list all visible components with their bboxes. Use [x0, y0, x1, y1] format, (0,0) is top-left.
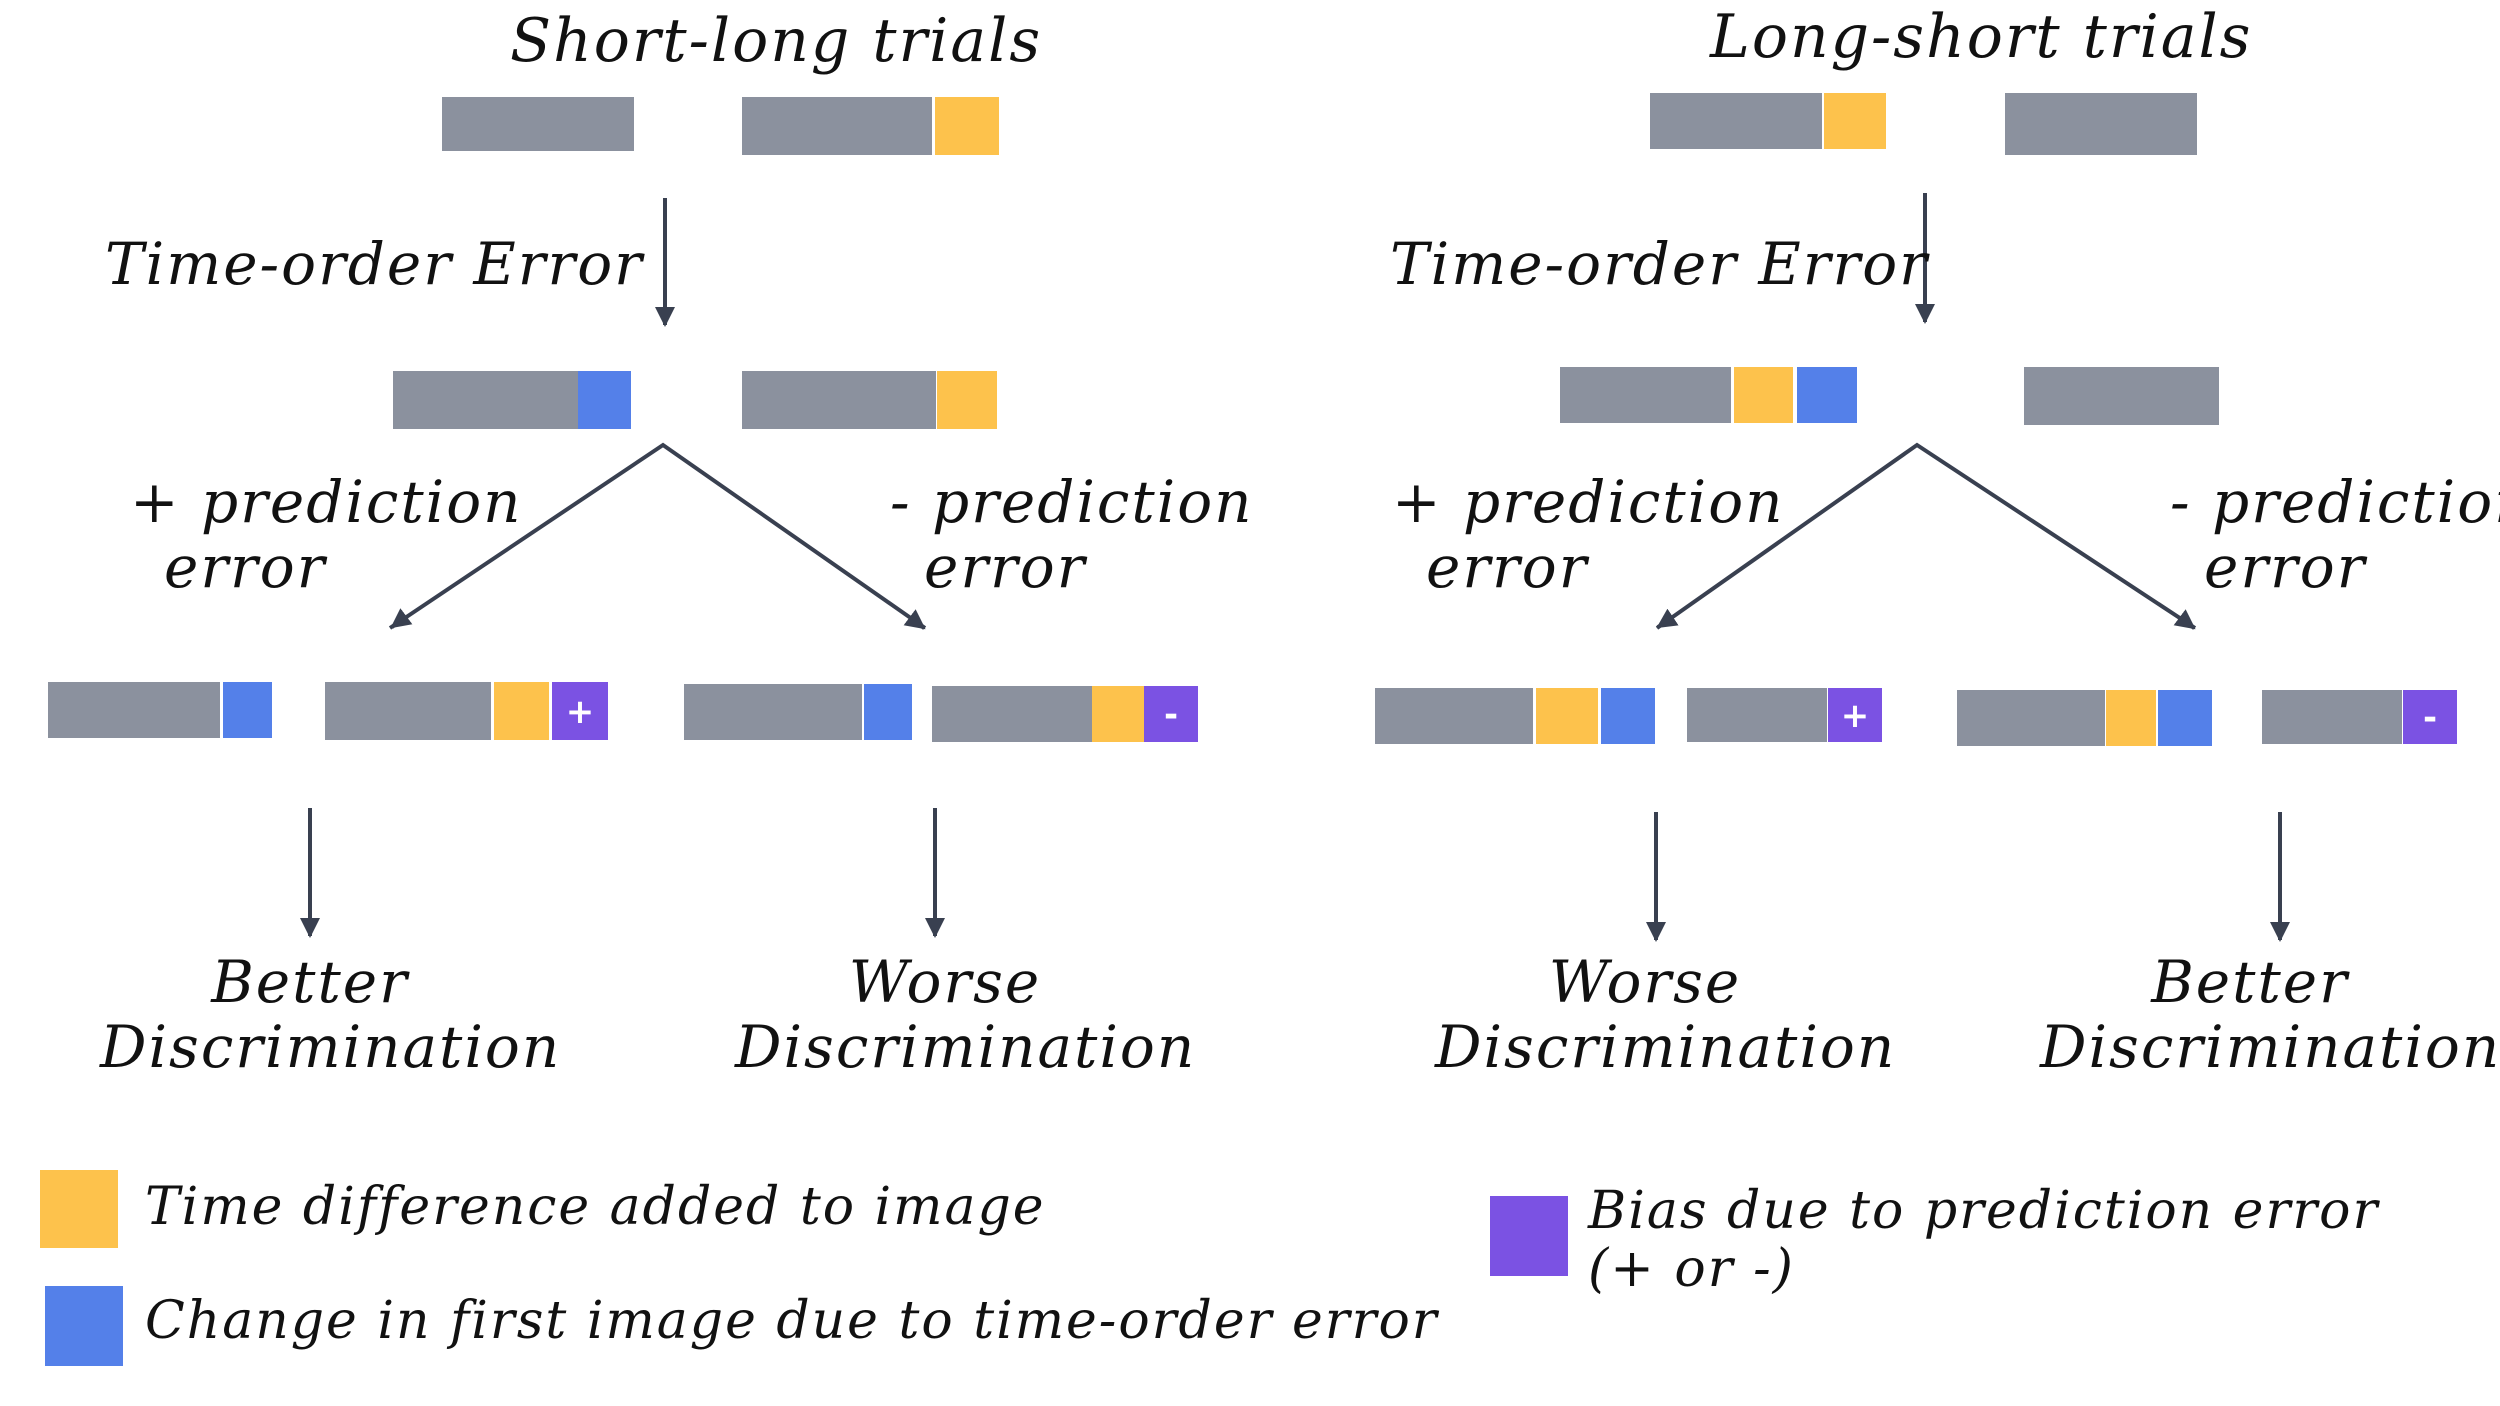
bias-sign: +: [566, 692, 595, 732]
time-order-change-segment: [1601, 688, 1655, 744]
legend-swatch-time-difference: [40, 1170, 118, 1248]
time-order-change-segment: [223, 682, 272, 738]
flow-arrow: [903, 609, 926, 630]
time-difference-segment: [494, 682, 549, 740]
time-order-error-label-left: Time-order Error: [105, 230, 644, 298]
positive-prediction-error-label-right: + prediction error: [1392, 468, 1785, 601]
flow-arrows: [300, 193, 2290, 942]
time-difference-segment: [2106, 690, 2156, 746]
negative-prediction-error-label-right: - prediction error: [2170, 468, 2500, 601]
prediction-bias-segment: [2403, 690, 2457, 744]
time-order-change-segment: [2158, 690, 2212, 746]
outcome-better-left: Better Discrimination: [100, 948, 562, 1081]
stimulus-bar: [393, 371, 578, 429]
panel-title-short-long: Short-long trials: [510, 6, 1043, 76]
negative-prediction-error-label-left: - prediction error: [890, 468, 1254, 601]
branch-split-line: [388, 442, 927, 630]
time-difference-segment: [1536, 688, 1598, 744]
stimulus-bar: [742, 97, 932, 155]
stimulus-bar: [442, 97, 634, 151]
time-order-change-segment: [578, 371, 631, 429]
positive-prediction-error-label-left: + prediction error: [130, 468, 523, 601]
prediction-bias-segment: [1828, 688, 1882, 742]
panel-title-long-short: Long-short trials: [1710, 2, 2253, 72]
stimulus-bar: [325, 682, 491, 740]
stimulus-bar: [684, 684, 862, 740]
time-order-change-segment: [1797, 367, 1857, 423]
time-difference-segment: [1734, 367, 1793, 423]
stimulus-bar: [1560, 367, 1731, 423]
time-difference-segment: [937, 371, 997, 429]
stimulus-bar: [742, 371, 936, 429]
legend-swatch-prediction-bias: [1490, 1196, 1568, 1276]
stimulus-bars: + - + -: [48, 93, 2457, 746]
time-difference-segment: [1824, 93, 1886, 149]
flow-arrow: [1656, 608, 1679, 629]
outcome-better-right: Better Discrimination: [2040, 948, 2500, 1081]
prediction-bias-segment: [552, 682, 608, 740]
stimulus-bar: [932, 686, 1092, 742]
legend-text-prediction-bias: Bias due to prediction error (+ or -): [1588, 1181, 2380, 1300]
legend-swatch-time-order-change: [45, 1286, 123, 1366]
branch-split-line: [1655, 442, 2197, 630]
legend-text-time-difference: Time difference added to image: [145, 1177, 1046, 1237]
stimulus-bar: [1687, 688, 1827, 742]
stimulus-bar: [1650, 93, 1822, 149]
bias-sign: -: [1164, 695, 1178, 735]
time-difference-segment: [935, 97, 999, 155]
flow-arrow: [390, 608, 413, 629]
stimulus-bar: [1957, 690, 2105, 746]
outcome-worse-left: Worse Discrimination: [735, 948, 1197, 1081]
stimulus-bar: [48, 682, 220, 738]
bias-sign: +: [1841, 696, 1870, 736]
time-order-change-segment: [864, 684, 912, 740]
flow-arrow: [2173, 609, 2196, 630]
time-order-error-label-right: Time-order Error: [1390, 230, 1929, 298]
time-difference-segment: [1092, 686, 1144, 742]
stimulus-bar: [1375, 688, 1533, 744]
stimulus-bar: [2005, 93, 2197, 155]
outcome-worse-right: Worse Discrimination: [1435, 948, 1897, 1081]
stimulus-bar: [2262, 690, 2402, 744]
bias-sign: -: [2423, 698, 2437, 738]
prediction-bias-segment: [1144, 686, 1198, 742]
legend-text-time-order-change: Change in first image due to time-order …: [145, 1291, 1439, 1351]
stimulus-bar: [2024, 367, 2219, 425]
